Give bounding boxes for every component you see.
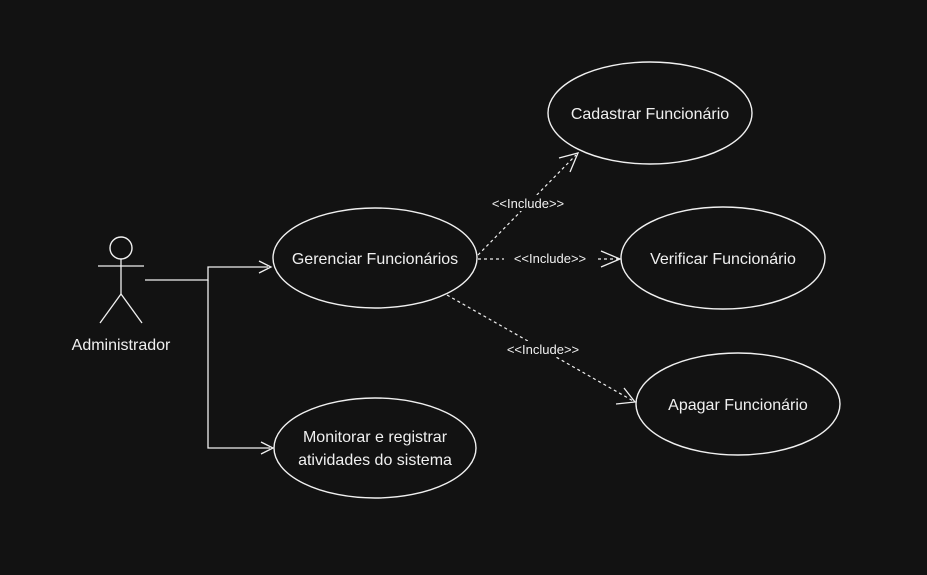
include-label-cadastrar: <<Include>> <box>492 196 564 211</box>
include-label-apagar: <<Include>> <box>507 342 579 357</box>
include-edge-cadastrar <box>477 154 577 256</box>
use-case-verificar-ellipse <box>620 206 826 310</box>
use-case-apagar-label: Apagar Funcionário <box>668 397 808 414</box>
use-case-cadastrar-label: Cadastrar Funcionário <box>571 106 729 123</box>
association-edges <box>145 260 275 455</box>
use-case-apagar-ellipse <box>635 352 841 456</box>
use-case-monitorar-label-line2: atividades do sistema <box>298 452 452 469</box>
use-case-verificar-label: Verificar Funcionário <box>650 251 796 268</box>
include-label-bg-cadastrar <box>483 195 575 211</box>
use-case-monitorar[interactable]: Monitorar e registrar atividades do sist… <box>273 397 477 499</box>
include-label-bg-verificar <box>504 250 596 266</box>
edge-actor-gerenciar <box>145 266 268 281</box>
use-case-cadastrar[interactable]: Cadastrar Funcionário <box>547 61 753 165</box>
actor-label: Administrador <box>72 337 171 354</box>
include-label-bg-apagar <box>497 341 589 357</box>
use-case-gerenciar[interactable]: Gerenciar Funcionários <box>272 207 478 309</box>
edge-actor-monitorar <box>207 280 270 449</box>
actor-left-leg <box>99 293 122 324</box>
include-arrow-apagar <box>615 387 637 405</box>
actor-head <box>109 236 133 260</box>
use-case-cadastrar-ellipse <box>547 61 753 165</box>
include-edges <box>446 152 637 405</box>
include-arrow-verificar <box>600 250 622 268</box>
use-case-apagar[interactable]: Apagar Funcionário <box>635 352 841 456</box>
use-case-monitorar-label-line1: Monitorar e registrar <box>303 429 448 446</box>
actor-right-leg <box>120 293 143 324</box>
use-case-gerenciar-ellipse <box>272 207 478 309</box>
use-case-gerenciar-label: Gerenciar Funcionários <box>292 251 458 268</box>
include-arrow-cadastrar <box>558 152 580 173</box>
arrow-head-gerenciar <box>258 260 273 274</box>
include-label-verificar: <<Include>> <box>514 251 586 266</box>
include-labels: <<Include>> <<Include>> <<Include>> <box>483 195 596 357</box>
use-case-verificar[interactable]: Verificar Funcionário <box>620 206 826 310</box>
arrow-head-monitorar <box>260 441 275 455</box>
actor-administrador[interactable]: Administrador <box>72 236 171 354</box>
use-case-monitorar-ellipse <box>273 397 477 499</box>
